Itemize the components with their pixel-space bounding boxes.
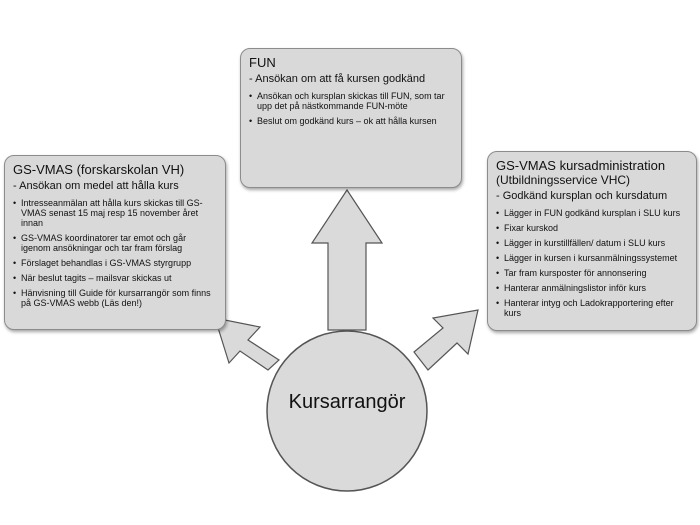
fun-title: FUN bbox=[249, 55, 276, 70]
gs-vmas-bullet-list: • Intresseanmälan att hålla kurs skickas … bbox=[13, 198, 217, 308]
bullet-icon: • bbox=[249, 116, 253, 126]
bullet-icon: • bbox=[13, 233, 17, 243]
list-item: • Beslut om godkänd kurs – ok att hålla k… bbox=[249, 116, 453, 126]
kursadministration-box: GS-VMAS kursadministration (Utbildningss… bbox=[487, 151, 697, 331]
gs-vmas-title: GS-VMAS (forskarskolan VH) bbox=[13, 162, 185, 177]
kursadministration-subtitle: (Utbildningsservice VHC) bbox=[496, 173, 631, 187]
bullet-icon: • bbox=[496, 283, 500, 293]
bullet-icon: • bbox=[249, 91, 253, 101]
list-item-text: Tar fram kursposter för annonsering bbox=[504, 268, 647, 278]
list-item: • Lägger in FUN godkänd kursplan i SLU ku… bbox=[496, 208, 688, 218]
bullet-icon: • bbox=[496, 223, 500, 233]
kursadministration-title: GS-VMAS kursadministration bbox=[496, 158, 666, 173]
bullet-icon: • bbox=[13, 198, 17, 208]
bullet-icon: • bbox=[13, 258, 17, 268]
arrow-right-shape bbox=[413, 309, 479, 371]
list-item-text: Fixar kurskod bbox=[504, 223, 559, 233]
list-item: • GS-VMAS koordinatorer tar emot och går … bbox=[13, 233, 217, 253]
list-item-text: Intresseanmälan att hålla kurs skickas t… bbox=[21, 198, 203, 228]
list-item: • Ansökan och kursplan skickas till FUN, … bbox=[249, 91, 453, 111]
bullet-icon: • bbox=[496, 238, 500, 248]
bullet-icon: • bbox=[13, 288, 17, 298]
gs-vmas-box: GS-VMAS (forskarskolan VH) - Ansökan om … bbox=[4, 155, 226, 330]
list-item-text: Förslaget behandlas i GS-VMAS styrgrupp bbox=[21, 258, 192, 268]
list-item: • Hanterar anmälningslistor inför kurs bbox=[496, 283, 688, 293]
list-item-text: Beslut om godkänd kurs – ok att hålla ku… bbox=[257, 116, 437, 126]
list-item-text: Ansökan och kursplan skickas till FUN, s… bbox=[257, 91, 445, 111]
center-label: Kursarrangör bbox=[288, 391, 406, 413]
bullet-icon: • bbox=[13, 273, 17, 283]
list-item: • Förslaget behandlas i GS-VMAS styrgrupp bbox=[13, 258, 217, 268]
arrow-left-shape bbox=[214, 317, 280, 371]
bullet-icon: • bbox=[496, 268, 500, 278]
fun-lead: - Ansökan om att få kursen godkänd bbox=[249, 73, 426, 85]
fun-box: FUN - Ansökan om att få kursen godkänd •… bbox=[240, 48, 462, 188]
bullet-icon: • bbox=[496, 208, 500, 218]
bullet-icon: • bbox=[496, 298, 500, 308]
gs-vmas-lead: - Ansökan om medel att hålla kurs bbox=[13, 180, 179, 192]
list-item-text: Lägger in kurstillfällen/ datum i SLU ku… bbox=[504, 238, 666, 248]
list-item: • Tar fram kursposter för annonsering bbox=[496, 268, 688, 278]
list-item-text: GS-VMAS koordinatorer tar emot och går i… bbox=[21, 233, 187, 253]
list-item-text: Lägger in FUN godkänd kursplan i SLU kur… bbox=[504, 208, 681, 218]
list-item-text: När beslut tagits – mailsvar skickas ut bbox=[21, 273, 172, 283]
bullet-icon: • bbox=[496, 253, 500, 263]
kursadministration-lead: - Godkänd kursplan och kursdatum bbox=[496, 190, 668, 202]
list-item: • Hanterar intyg och Ladokrapportering ef… bbox=[496, 298, 688, 318]
list-item: • Fixar kurskod bbox=[496, 223, 688, 233]
fun-bullet-list: • Ansökan och kursplan skickas till FUN, … bbox=[249, 91, 453, 126]
list-item-text: Lägger in kursen i kursanmälningssysteme… bbox=[504, 253, 678, 263]
list-item: • Hänvisning till Guide för kursarrangör … bbox=[13, 288, 217, 308]
list-item: • Lägger in kurstillfällen/ datum i SLU k… bbox=[496, 238, 688, 248]
list-item-text: Hanterar anmälningslistor inför kurs bbox=[504, 283, 647, 293]
list-item-text: Hänvisning till Guide för kursarrangör s… bbox=[21, 288, 211, 308]
list-item: • Lägger in kursen i kursanmälningssystem… bbox=[496, 253, 688, 263]
kursadministration-bullet-list: • Lägger in FUN godkänd kursplan i SLU ku… bbox=[496, 208, 688, 318]
list-item: • Intresseanmälan att hålla kurs skickas … bbox=[13, 198, 217, 228]
list-item-text: Hanterar intyg och Ladokrapportering eft… bbox=[504, 298, 674, 318]
list-item: • När beslut tagits – mailsvar skickas ut bbox=[13, 273, 217, 283]
arrow-up-shape bbox=[310, 188, 384, 331]
center-circle bbox=[266, 330, 428, 492]
